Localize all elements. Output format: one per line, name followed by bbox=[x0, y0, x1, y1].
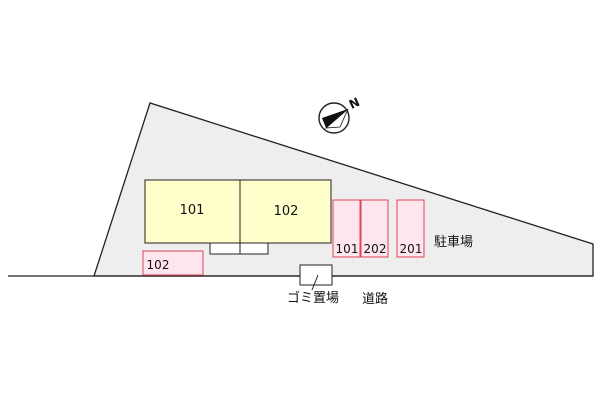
building-porch bbox=[209, 242, 269, 255]
parking-label-101: 101 bbox=[336, 242, 359, 256]
parking-label-202: 202 bbox=[364, 242, 387, 256]
building-unit-102[interactable] bbox=[239, 179, 332, 244]
building: 101 102 bbox=[144, 179, 332, 255]
building-label-102: 102 bbox=[274, 204, 299, 219]
parking-space-201[interactable] bbox=[396, 199, 425, 258]
building-label-101: 101 bbox=[180, 203, 205, 218]
parking-spaces: 102 101 202 201 bbox=[142, 199, 425, 276]
north-label: N bbox=[347, 95, 362, 112]
north-arrow-icon: N bbox=[318, 95, 362, 134]
road-label: 道路 bbox=[362, 291, 388, 307]
parking-area-label: 駐車場 bbox=[434, 235, 473, 250]
parking-space-101[interactable] bbox=[332, 199, 361, 258]
garbage-leader-line bbox=[311, 274, 319, 291]
building-unit-101[interactable] bbox=[144, 179, 241, 244]
parking-space-102[interactable] bbox=[142, 250, 204, 276]
parking-label-102: 102 bbox=[147, 258, 170, 272]
parking-label-201: 201 bbox=[400, 242, 423, 256]
parking-space-202[interactable] bbox=[360, 199, 389, 258]
garbage-station[interactable] bbox=[299, 264, 333, 286]
garbage-station-label: ゴミ置場 bbox=[287, 290, 339, 306]
